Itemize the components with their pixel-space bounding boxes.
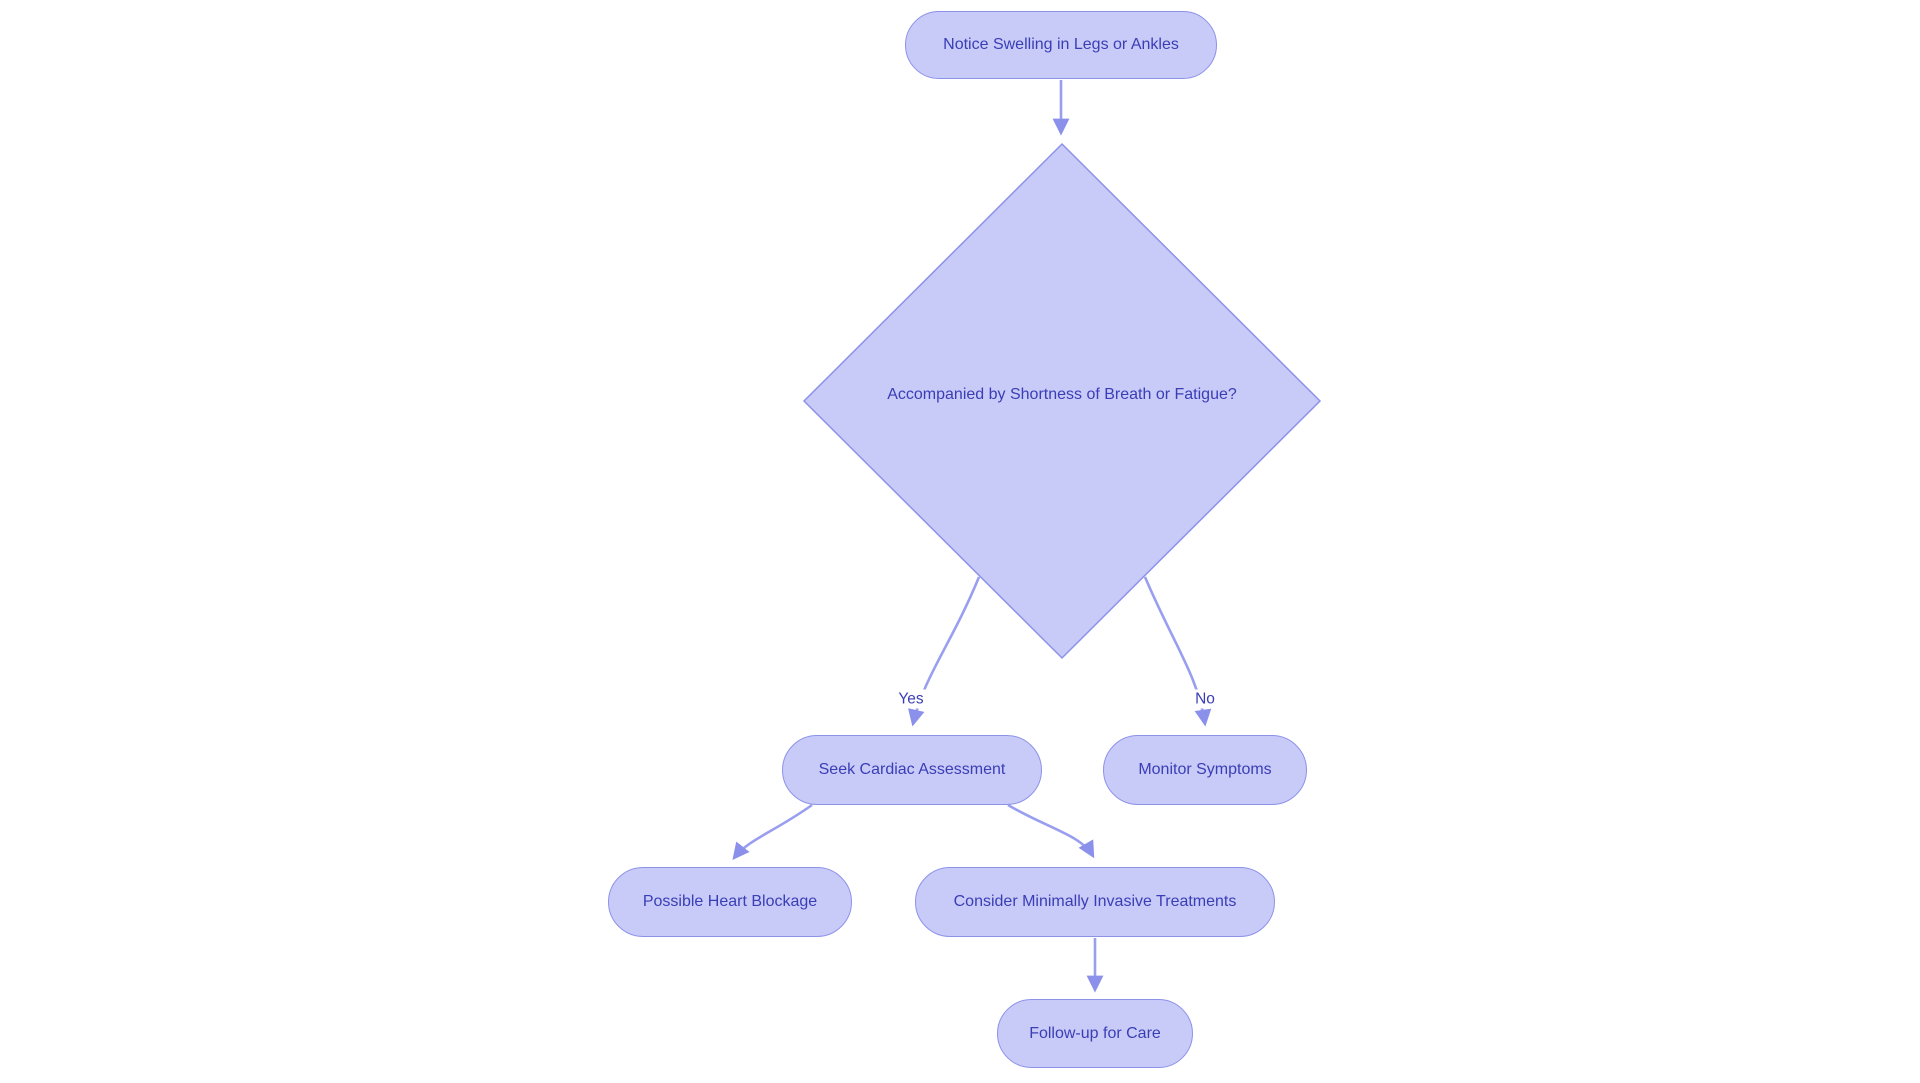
decision-diamond-shape xyxy=(802,142,1322,660)
edge-label-yes: Yes xyxy=(894,689,928,709)
node-seek-cardiac-assessment: Seek Cardiac Assessment xyxy=(782,735,1042,805)
node-possible-heart-blockage-label: Possible Heart Blockage xyxy=(642,893,818,911)
node-consider-minimally-invasive: Consider Minimally Invasive Treatments xyxy=(915,867,1275,937)
node-notice-swelling-label: Notice Swelling in Legs or Ankles xyxy=(943,36,1179,54)
edge-seek-possible xyxy=(732,803,813,860)
node-monitor-symptoms-label: Monitor Symptoms xyxy=(1138,761,1272,779)
node-monitor-symptoms: Monitor Symptoms xyxy=(1103,735,1307,805)
node-consider-minimally-invasive-label: Consider Minimally Invasive Treatments xyxy=(953,893,1237,911)
node-possible-heart-blockage: Possible Heart Blockage xyxy=(608,867,852,937)
node-notice-swelling: Notice Swelling in Legs or Ankles xyxy=(905,11,1217,79)
edge-seek-consider xyxy=(1007,803,1095,859)
node-followup-for-care-label: Follow-up for Care xyxy=(1029,1024,1161,1042)
node-followup-for-care: Follow-up for Care xyxy=(997,999,1193,1068)
node-decision-label: Accompanied by Shortness of Breath or Fa… xyxy=(887,386,1237,403)
edge-label-no: No xyxy=(1191,689,1219,709)
node-seek-cardiac-assessment-label: Seek Cardiac Assessment xyxy=(818,761,1006,779)
